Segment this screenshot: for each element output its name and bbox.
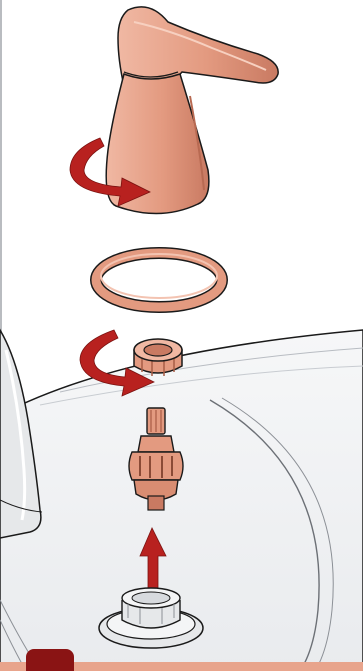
faucet-lever-handle (106, 7, 278, 214)
o-ring-washer (96, 253, 222, 307)
step-number-badge (26, 649, 74, 671)
